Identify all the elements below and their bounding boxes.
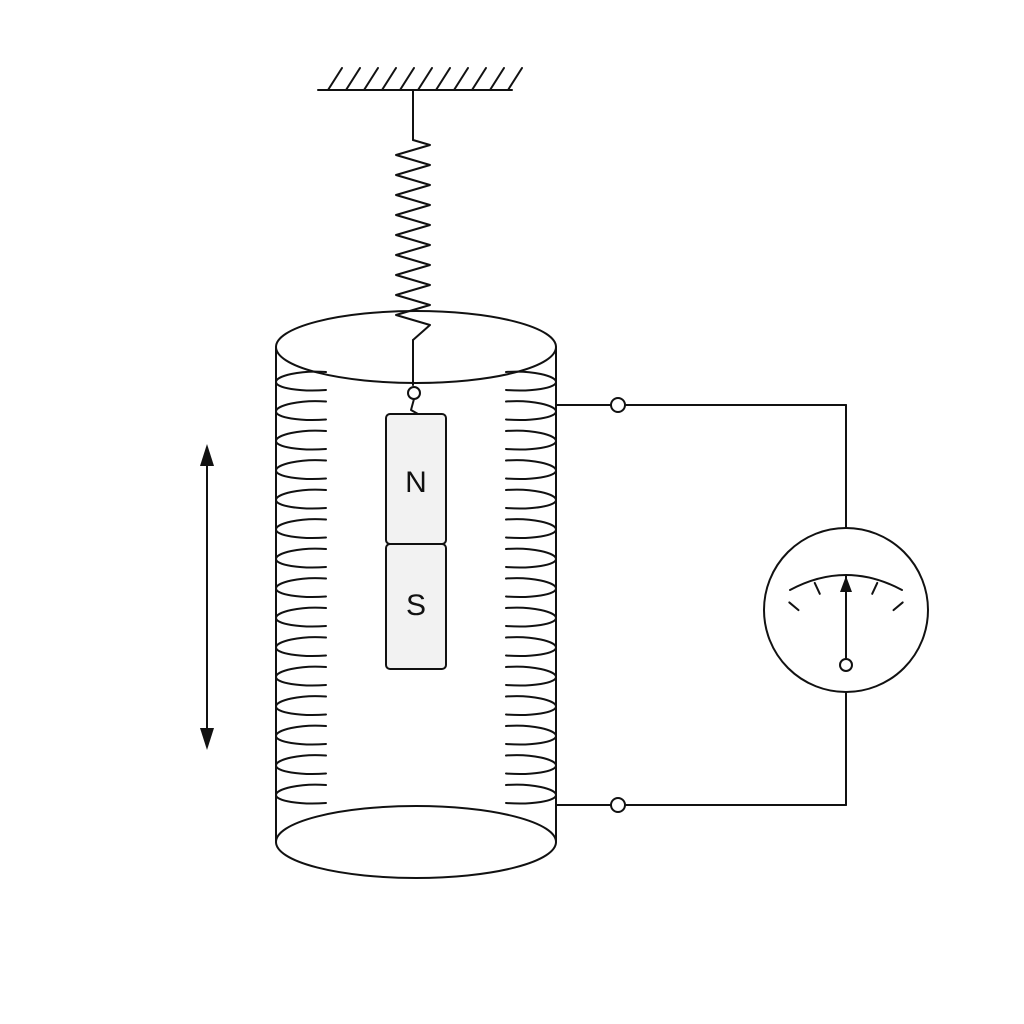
spring: [395, 89, 431, 386]
circuit-wires: [555, 397, 847, 813]
meter-pivot: [839, 658, 853, 672]
coil-windings-right: [505, 370, 557, 805]
coil-cylinder: [275, 310, 557, 879]
galvanometer-icon: [763, 527, 929, 693]
hook: [407, 386, 421, 415]
bar-magnet: N S: [385, 413, 447, 670]
double-arrow-icon: [200, 444, 214, 750]
magnet-south-pole: [385, 543, 447, 670]
terminal-bottom: [610, 797, 626, 813]
north-pole-label: N: [405, 466, 427, 499]
south-pole-label: S: [406, 589, 426, 622]
cylinder-bottom: [275, 805, 557, 879]
ceiling-support: [317, 67, 523, 91]
terminal-top: [610, 397, 626, 413]
coil-windings-left: [275, 370, 327, 805]
